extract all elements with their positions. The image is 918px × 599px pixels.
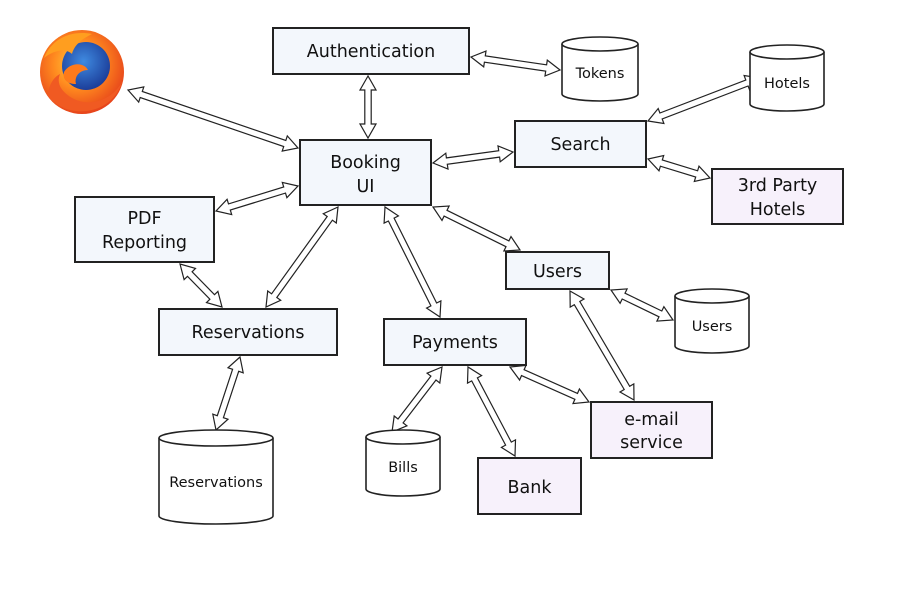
bills-label: Bills — [388, 460, 418, 476]
booking-ui-box: Booking UI — [299, 139, 432, 206]
arrow-booking-reservations — [265, 206, 339, 308]
arrow-booking-users — [431, 205, 522, 252]
email-service-label-line1: e-mail — [624, 410, 679, 430]
arrow-booking-payments — [383, 205, 442, 319]
search-box: Search — [514, 120, 647, 168]
arrow-auth-booking — [358, 74, 378, 140]
authentication-label: Authentication — [307, 42, 435, 62]
arrow-search-hotels — [646, 74, 762, 125]
payments-label: Payments — [412, 333, 498, 353]
bank-label: Bank — [508, 478, 553, 498]
third-party-hotels-box: 3rd Party Hotels — [711, 168, 844, 225]
pdf-reporting-box: PDF Reporting — [74, 196, 215, 263]
arrow-auth-tokens — [469, 50, 562, 77]
booking-ui-label-line2: UI — [357, 177, 375, 197]
users-service-label: Users — [533, 262, 582, 282]
hotels-label: Hotels — [764, 76, 810, 92]
arrow-booking-pdf — [214, 181, 300, 216]
reservations-service-label: Reservations — [192, 323, 305, 343]
third-party-hotels-label-line2: Hotels — [750, 200, 805, 220]
arrow-booking-search — [431, 145, 515, 170]
users-service-box: Users — [505, 251, 610, 290]
users-datastore: Users — [674, 288, 750, 354]
bank-box: Bank — [477, 457, 582, 515]
arrow-search-3rdparty — [646, 154, 712, 183]
search-label: Search — [550, 135, 610, 155]
tokens-datastore: Tokens — [561, 36, 639, 102]
third-party-hotels-label-line1: 3rd Party — [738, 176, 818, 196]
hotels-datastore: Hotels — [749, 44, 825, 112]
reservations-datastore-label: Reservations — [169, 475, 263, 491]
authentication-box: Authentication — [272, 27, 470, 75]
booking-ui-label-line1: Booking — [330, 153, 401, 173]
arrow-firefox-booking — [126, 86, 300, 152]
pdf-reporting-label-line1: PDF — [127, 209, 161, 229]
arrow-payments-bills — [391, 366, 443, 433]
firefox-logo — [40, 30, 124, 114]
tokens-label: Tokens — [575, 66, 625, 82]
reservations-datastore: Reservations — [158, 429, 274, 525]
arrow-users-email — [569, 289, 635, 402]
arrow-pdf-reservations — [179, 263, 223, 308]
email-service-label-line2: service — [620, 433, 683, 453]
pdf-reporting-label-line2: Reporting — [102, 233, 187, 253]
arrow-users-usersdb — [609, 288, 675, 322]
reservations-service-box: Reservations — [158, 308, 338, 356]
email-service-box: e-mail service — [590, 401, 713, 459]
bills-datastore: Bills — [365, 429, 441, 497]
arrow-reservations-resdb — [212, 355, 244, 432]
arrow-payments-bank — [466, 365, 517, 458]
connector-arrows — [126, 50, 762, 458]
payments-box: Payments — [383, 318, 527, 366]
users-datastore-label: Users — [692, 319, 733, 335]
arrow-payments-email — [508, 364, 591, 405]
